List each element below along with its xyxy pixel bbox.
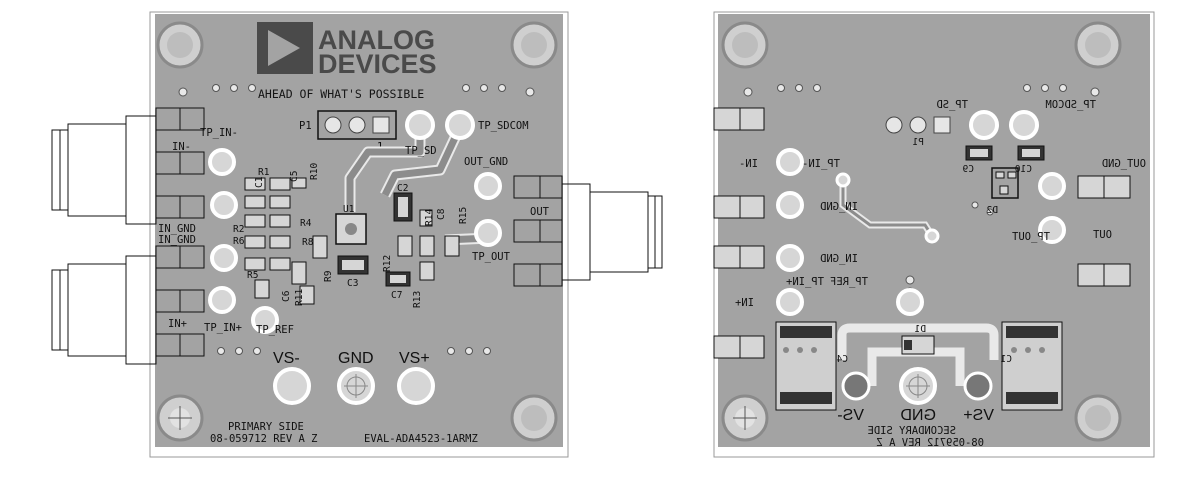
label-in-plus: IN+ [168,318,187,330]
label-tp-ref: TP_REF [256,324,294,336]
label-in-gnd-1: IN_GND [158,223,196,235]
sec-label-gnd: GND [900,407,936,424]
sec-label-c9: C9 [962,164,974,175]
primary-mounting-holes [156,21,558,442]
p1-header: P1 1 [299,110,397,153]
sec-label-tp-sd: TP_SD [936,99,968,111]
label-vs-plus: VS+ [399,350,430,367]
secondary-board-id: 08-059712 REV A Z [877,437,984,449]
primary-board: ANALOG DEVICES AHEAD OF WHAT'S POSSIBLE … [149,11,569,458]
logo-tagline: AHEAD OF WHAT'S POSSIBLE [258,87,424,101]
label-gnd: GND [338,350,374,367]
sec-label-c4: C4 [836,354,848,365]
sec-label-tp-sdcom: TP_SDCOM [1045,99,1096,111]
label-in-minus: IN- [172,141,191,153]
label-tp-sdcom: TP_SDCOM [478,120,529,132]
label-tp-in-minus: TP_IN- [200,127,238,139]
label-c6: C6 [281,290,292,302]
secondary-connector-pads [713,107,1131,359]
label-r14: R14 [424,209,435,226]
secondary-side-label: SECONDARY SIDE [867,425,956,437]
label-out: OUT [530,206,550,218]
label-r5: R5 [247,270,258,281]
logo-line1: ANALOG [318,25,435,55]
label-r2: R2 [233,224,244,235]
label-r6: R6 [233,236,245,247]
secondary-mounting-holes [721,21,1122,442]
secondary-components [965,145,1045,199]
sec-label-c10: C10 [1015,164,1032,175]
label-tp-sd: TP_SD [405,145,437,157]
logo-line2: DEVICES [318,49,437,79]
sec-label-d2: D2 [987,205,998,216]
label-r13: R13 [412,291,423,308]
primary-components [244,177,460,305]
label-c1: C1 [254,176,265,188]
primary-sma-connectors [51,107,205,365]
secondary-labels: TP_SD TP_SDCOM P1 C9 C10 D2 IN- TP_IN- I… [735,99,1146,449]
label-r8: R8 [302,237,314,248]
sec-label-tp-in-minus: TP_IN- [802,158,840,170]
primary-sma-output [513,175,663,287]
secondary-test-points [776,148,1066,316]
primary-vias-bottom [217,347,491,355]
label-r9: R9 [323,270,334,282]
sec-label-tp-out: TP_OUT [1011,231,1050,243]
label-u1: U1 [343,204,355,215]
label-r1: R1 [258,167,270,178]
primary-power-posts: VS- GND VS+ [273,350,435,405]
label-c3: C3 [347,278,358,289]
primary-test-points [208,110,502,334]
label-c2: C2 [397,183,408,194]
sec-label-out-gnd: OUT_GND [1102,158,1146,170]
sec-label-in-plus: IN+ [735,297,754,309]
label-tp-out: TP_OUT [472,251,511,263]
primary-component-labels: TP_SD TP_SDCOM TP_IN- IN- IN_GND IN_GND … [158,120,550,336]
sec-label-tp-in-plus: TP_IN+ [786,276,824,288]
sec-label-in-minus: IN- [739,158,758,170]
primary-board-name: EVAL-ADA4523-1ARMZ [364,433,478,445]
label-tp-in-plus: TP_IN+ [204,322,242,334]
analog-devices-logo: ANALOG DEVICES [257,22,437,79]
sec-label-vs-plus: VS+ [963,407,994,424]
sec-label-vs-minus: VS- [837,407,864,424]
label-r4: R4 [300,218,312,229]
label-out-gnd: OUT_GND [464,156,508,168]
label-vs-minus: VS- [273,350,300,367]
label-c7: C7 [391,290,402,301]
secondary-power-section [775,321,1063,411]
sec-label-tp-ref: TP_REF [830,276,868,288]
sec-label-in-gnd-2: IN_GND [820,253,858,265]
sec-label-p1: P1 [912,137,924,148]
label-in-gnd-2: IN_GND [158,234,196,246]
primary-board-id: 08-059712 REV A Z [210,433,317,445]
sec-label-c1: C1 [1000,354,1012,365]
sec-label-d1: D1 [914,324,926,335]
secondary-p1-pads [885,110,1039,140]
label-p1: P1 [299,120,312,132]
primary-side-label: PRIMARY SIDE [228,421,304,433]
label-r15: R15 [458,207,469,224]
label-c5: C5 [289,171,300,182]
label-c8: C8 [436,208,447,220]
label-r11: R11 [294,289,305,306]
label-r10: R10 [309,163,320,180]
sec-label-in-gnd-1: IN_GND [820,201,858,213]
primary-vias-top [178,84,535,97]
sec-label-out: OUT [1092,229,1112,241]
label-r12: R12 [382,255,393,272]
secondary-board: TP_SD TP_SDCOM P1 C9 C10 D2 IN- TP_IN- I… [713,11,1155,458]
